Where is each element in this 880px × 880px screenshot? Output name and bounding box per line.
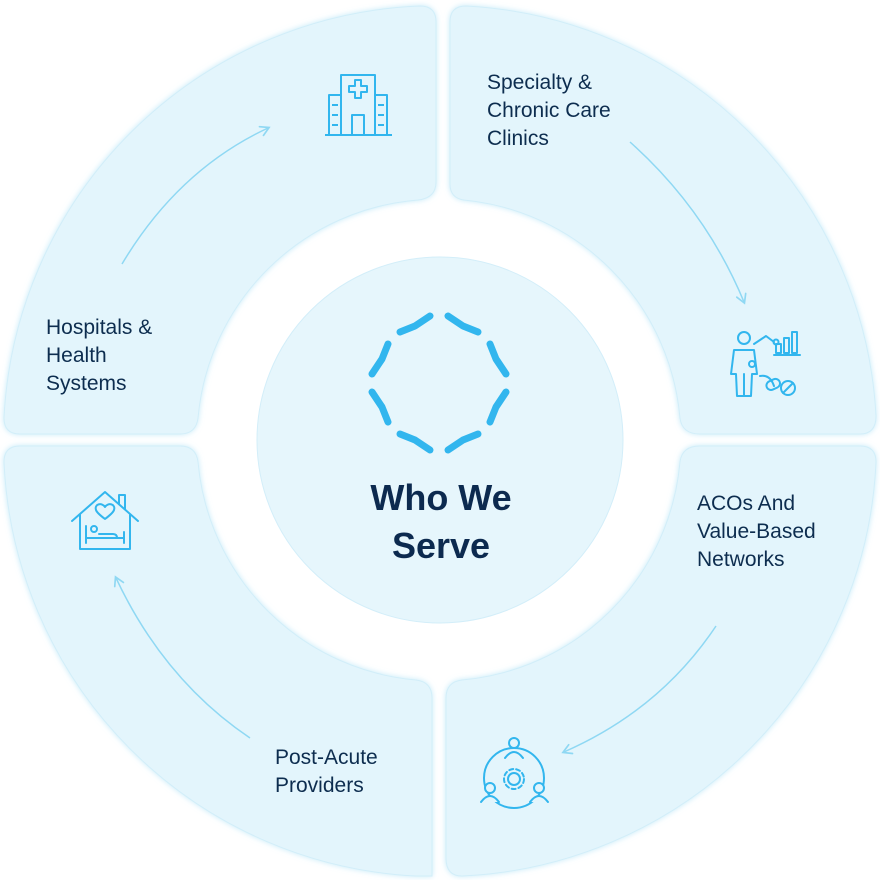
segment-post-acute <box>3 445 433 877</box>
patient-analytics-icon <box>730 331 801 397</box>
label-post-acute-line1: Post-Acute <box>275 746 378 769</box>
arrow-post-to-hospitals <box>113 575 251 739</box>
label-specialty: Specialty & Chronic Care Clinics <box>487 71 611 150</box>
label-post-acute-line2: Providers <box>275 774 364 797</box>
label-hospitals-line1: Hospitals & <box>46 316 152 339</box>
center-title-line1: Who We <box>370 477 511 518</box>
label-aco-line3: Networks <box>697 548 785 571</box>
network-people-gear-icon <box>480 737 549 809</box>
arrow-hospitals-to-specialty <box>121 125 271 265</box>
label-specialty-line3: Clinics <box>487 127 549 150</box>
label-specialty-line2: Chronic Care <box>487 99 611 122</box>
label-hospitals-line2: Health <box>46 344 107 367</box>
label-aco-line2: Value-Based <box>697 520 816 543</box>
home-care-icon <box>71 491 139 550</box>
hospital-building-icon <box>325 74 392 136</box>
segment-aco <box>445 445 877 877</box>
label-aco-line1: ACOs And <box>697 492 795 515</box>
label-specialty-line1: Specialty & <box>487 71 592 94</box>
flow-arrows <box>113 125 747 755</box>
center-title-line2: Serve <box>392 525 490 566</box>
label-post-acute: Post-Acute Providers <box>275 746 378 797</box>
label-aco: ACOs And Value-Based Networks <box>697 492 816 571</box>
center-circle <box>256 256 624 624</box>
brand-logo-icon <box>368 312 510 454</box>
arrow-specialty-to-aco <box>629 141 747 305</box>
segment-specialty <box>449 5 877 435</box>
label-hospitals: Hospitals & Health Systems <box>46 316 152 395</box>
label-hospitals-line3: Systems <box>46 372 127 395</box>
arrow-aco-to-post <box>561 625 717 755</box>
